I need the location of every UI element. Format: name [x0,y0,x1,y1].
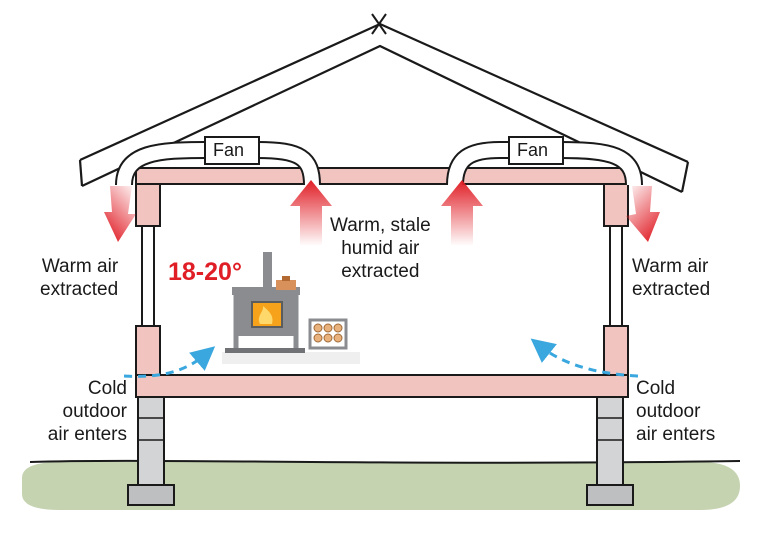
wall-left [135,181,161,376]
cold-air-enters-left-label: Cold outdoor air enters [32,377,127,446]
warm-air-arrow-left [104,186,136,242]
firewood-rack [308,318,348,350]
warm-air-arrow-right [626,186,660,242]
cold-right-line-3: air enters [636,424,716,445]
cold-air-enters-right-label: Cold outdoor air enters [636,377,715,446]
warm-left-line-1: Warm air [41,256,119,277]
stale-line-2: humid air [341,238,420,259]
stale-line-1: Warm, stale [330,215,431,236]
stale-line-3: extracted [341,261,420,282]
room-temperature: 18-20° [168,258,242,286]
cold-right-line-2: outdoor [636,401,701,422]
warm-air-extracted-right-label: Warm air extracted [632,255,710,301]
warm-air-arrow-center-right [441,180,483,246]
wood-stove [222,252,360,364]
cold-air-arrow-left [123,346,216,378]
warm-right-line-2: extracted [632,279,711,300]
foundation-pier-right [586,394,634,506]
warm-left-line-2: extracted [40,279,119,300]
fan-label-right: Fan [517,140,549,160]
ceiling [135,167,629,185]
cold-left-line-2: outdoor [62,401,127,422]
cold-left-line-1: Cold [87,378,127,399]
warm-air-extracted-left-label: Warm air extracted [40,255,118,301]
roof [78,13,690,193]
fan-box-left [204,136,260,165]
cold-left-line-3: air enters [47,424,127,445]
fan-box-right [508,136,564,165]
stale-air-extracted-label: Warm, stale humid air extracted [330,214,431,283]
foundation-pier-left [127,394,175,506]
warm-air-arrow-center-left [290,180,332,246]
warm-right-line-1: Warm air [632,256,709,277]
cold-right-line-1: Cold [636,378,676,399]
wall-right [603,181,629,376]
fan-label-left: Fan [213,140,245,160]
floor [135,374,629,398]
